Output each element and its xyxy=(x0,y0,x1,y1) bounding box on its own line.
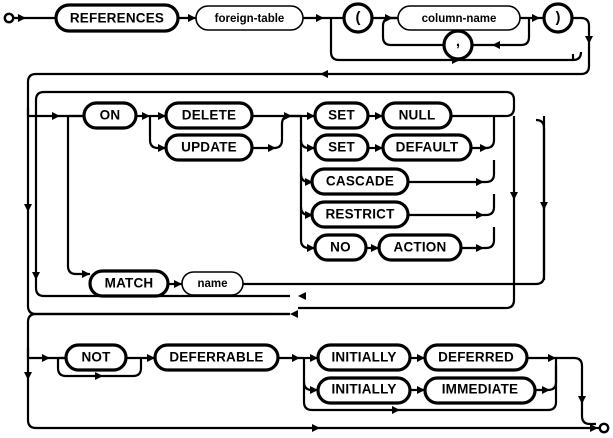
token-references: REFERENCES xyxy=(54,3,180,33)
token-restrict-label: RESTRICT xyxy=(325,207,395,222)
token-deferrable-label: DEFERRABLE xyxy=(169,350,263,365)
token-action-label: ACTION xyxy=(394,240,447,255)
end-endpoint xyxy=(596,422,610,434)
token-match-label: MATCH xyxy=(105,276,154,291)
token-delete: DELETE xyxy=(164,101,254,130)
link-references-foreigntable xyxy=(178,14,196,22)
token-rparen: ) xyxy=(542,2,574,34)
link-to-match xyxy=(82,270,90,278)
rail-action-collector xyxy=(408,114,496,252)
token-default: DEFAULT xyxy=(381,133,473,162)
token-initially-1-label: INITIALLY xyxy=(331,350,396,365)
token-set-null-label: SET xyxy=(328,108,355,123)
token-no-label: NO xyxy=(330,240,351,255)
token-deferred-label: DEFERRED xyxy=(438,350,514,365)
rail-initially-collector xyxy=(500,354,558,412)
link-row1-to-row2 xyxy=(26,16,593,108)
token-foreign-table-label: foreign-table xyxy=(215,13,285,25)
token-deferred: DEFERRED xyxy=(423,343,529,372)
branch-on-skip xyxy=(66,114,90,276)
link-initially1-deferred xyxy=(410,354,425,362)
token-default-label: DEFAULT xyxy=(396,140,459,155)
link-columnname-rparen xyxy=(520,14,544,22)
rail-action-distributor xyxy=(299,114,315,252)
token-immediate: IMMEDIATE xyxy=(423,376,537,405)
link-set-default xyxy=(368,144,383,152)
token-deferrable: DEFERRABLE xyxy=(153,343,280,372)
token-set-default-label: SET xyxy=(328,140,355,155)
token-references-label: REFERENCES xyxy=(70,11,164,26)
rail-section2-collector xyxy=(298,116,548,310)
link-section2-to-section3 xyxy=(26,54,575,348)
token-name: name xyxy=(181,271,244,296)
token-match: MATCH xyxy=(88,269,170,298)
link-set-null xyxy=(368,112,383,120)
link-bypass-join xyxy=(572,51,583,62)
token-not: NOT xyxy=(64,343,128,372)
token-lparen: ( xyxy=(342,2,374,34)
token-not-label: NOT xyxy=(81,350,111,365)
rail-final-join xyxy=(556,356,598,432)
token-column-name: column-name xyxy=(397,5,521,31)
token-column-name-label: column-name xyxy=(422,13,497,25)
token-cascade: CASCADE xyxy=(310,167,410,196)
token-cascade-label: CASCADE xyxy=(326,174,394,189)
token-action: ACTION xyxy=(377,233,463,262)
token-update-label: UPDATE xyxy=(181,140,237,155)
token-rparen-label: ) xyxy=(556,9,561,26)
token-on-label: ON xyxy=(100,108,121,123)
token-comma-label: , xyxy=(456,33,460,50)
link-no-action xyxy=(366,244,379,252)
token-delete-label: DELETE xyxy=(182,108,236,123)
loop-comma xyxy=(381,16,531,49)
token-name-label: name xyxy=(197,278,227,290)
token-restrict: RESTRICT xyxy=(310,200,410,229)
token-foreign-table: foreign-table xyxy=(195,5,304,31)
token-lparen-label: ( xyxy=(356,9,361,26)
token-update: UPDATE xyxy=(164,133,254,162)
token-set-default: SET xyxy=(313,133,370,162)
token-initially-2-label: INITIALLY xyxy=(331,382,396,397)
token-no: NO xyxy=(313,233,368,262)
link-deleteupdate-join xyxy=(252,112,315,152)
token-null: NULL xyxy=(381,101,453,130)
rail-section3-entry xyxy=(26,348,66,362)
link-deferrable-split xyxy=(278,354,500,414)
token-initially-2: INITIALLY xyxy=(316,376,412,405)
token-on: ON xyxy=(82,101,138,130)
loop-on-clause-repeat xyxy=(32,90,516,298)
token-comma: , xyxy=(442,29,474,61)
token-set-null: SET xyxy=(313,101,370,130)
rail-section3-bypass xyxy=(24,348,596,432)
link-not-deferrable xyxy=(126,354,155,362)
start-endpoint xyxy=(3,12,56,24)
link-match-name xyxy=(168,280,182,288)
link-initially2-immediate xyxy=(410,386,425,394)
token-initially-1: INITIALLY xyxy=(316,343,412,372)
token-null-label: NULL xyxy=(399,108,436,123)
link-on-split xyxy=(136,112,166,152)
token-immediate-label: IMMEDIATE xyxy=(442,382,519,397)
link-foreigntable-split xyxy=(303,14,331,22)
